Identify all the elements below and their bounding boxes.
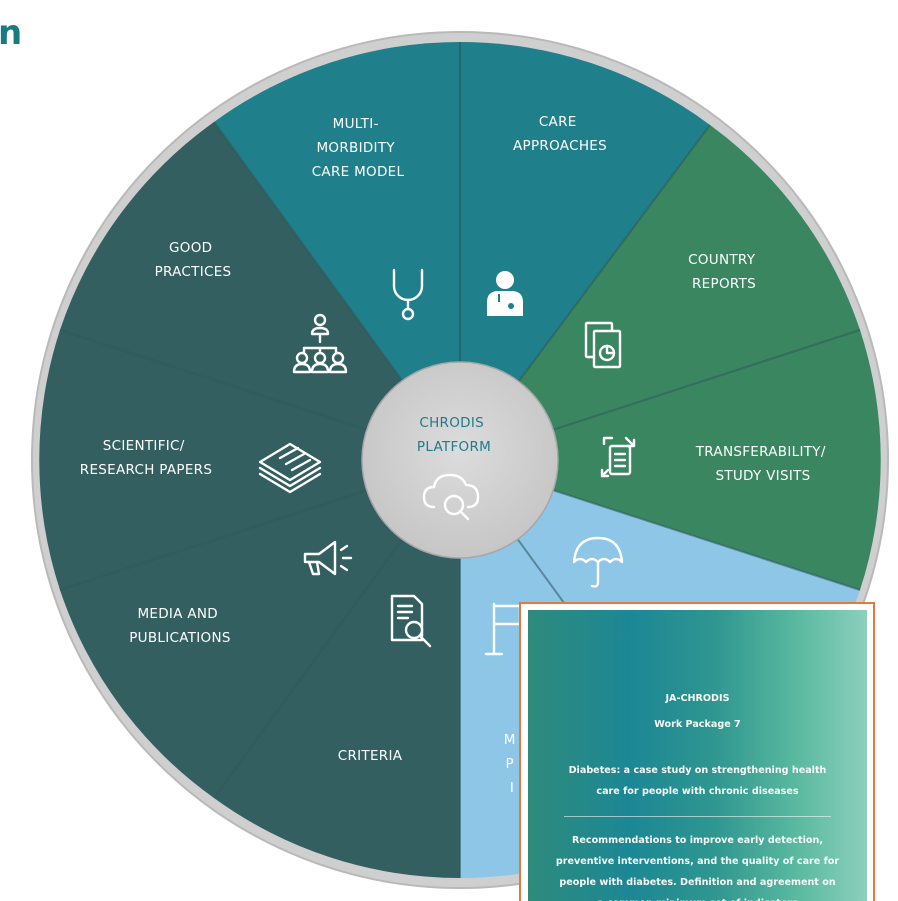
- segment-scientific-papers[interactable]: [39, 330, 461, 590]
- document-work-package: Work Package 7: [654, 719, 741, 730]
- document-subtitle-line-4: a common minimum set of indicators: [542, 893, 853, 901]
- center-hub[interactable]: [361, 361, 559, 559]
- transfer-document-icon: [600, 436, 636, 478]
- document-magnifier-icon: [390, 594, 432, 648]
- segment-multimorbidity[interactable]: [214, 41, 460, 460]
- segment-care-approaches[interactable]: [460, 42, 710, 460]
- doctor-icon: [487, 271, 523, 316]
- segment-good-practices[interactable]: [60, 122, 460, 460]
- cloud-search-icon: [422, 473, 480, 521]
- label-transferability: TRANSFERABILITY/ STUDY VISITS: [695, 444, 831, 484]
- label-flag-area: M P I: [504, 732, 521, 796]
- document-org: JA-CHRODIS: [665, 693, 730, 704]
- paper-stack-icon: [258, 442, 322, 494]
- document-title-line-1: Diabetes: a case study on strengthening …: [568, 765, 827, 776]
- document-preview[interactable]: JA-CHRODIS Work Package 7 Diabetes: a ca…: [519, 602, 875, 901]
- label-country-reports: COUNTRY REPORTS: [688, 252, 760, 292]
- people-network-icon: [292, 313, 348, 374]
- segment-media-publications[interactable]: [60, 460, 460, 798]
- segment-country-reports[interactable]: [460, 125, 860, 460]
- document-subtitle-line-1: Recommendations to improve early detecti…: [572, 835, 823, 846]
- center-title: CHRODIS PLATFORM: [417, 415, 491, 455]
- label-scientific-papers: SCIENTIFIC/ RESEARCH PAPERS: [80, 438, 212, 478]
- header-title-partial: n: [0, 13, 23, 53]
- label-care-approaches: CARE APPROACHES: [513, 114, 607, 154]
- stethoscope-icon: [392, 268, 424, 321]
- segment-criteria[interactable]: [214, 460, 460, 879]
- document-cover: JA-CHRODIS Work Package 7 Diabetes: a ca…: [528, 610, 867, 901]
- document-subtitle-line-2: preventive interventions, and the qualit…: [555, 856, 840, 867]
- document-divider: [564, 816, 831, 817]
- document-title-line-2: care for people with chronic diseases: [596, 786, 799, 797]
- umbrella-icon: [572, 536, 624, 588]
- label-criteria: CRITERIA: [338, 748, 403, 764]
- megaphone-icon: [303, 540, 353, 576]
- document-subtitle-line-3: people with diabetes. Definition and agr…: [559, 877, 836, 888]
- label-multimorbidity: MULTI- MORBIDITY CARE MODEL: [312, 116, 405, 180]
- segment-transferability[interactable]: [460, 330, 881, 590]
- report-documents-icon: [584, 321, 622, 369]
- label-media-publications: MEDIA AND PUBLICATIONS: [129, 606, 231, 646]
- label-good-practices: GOOD PRACTICES: [155, 240, 232, 280]
